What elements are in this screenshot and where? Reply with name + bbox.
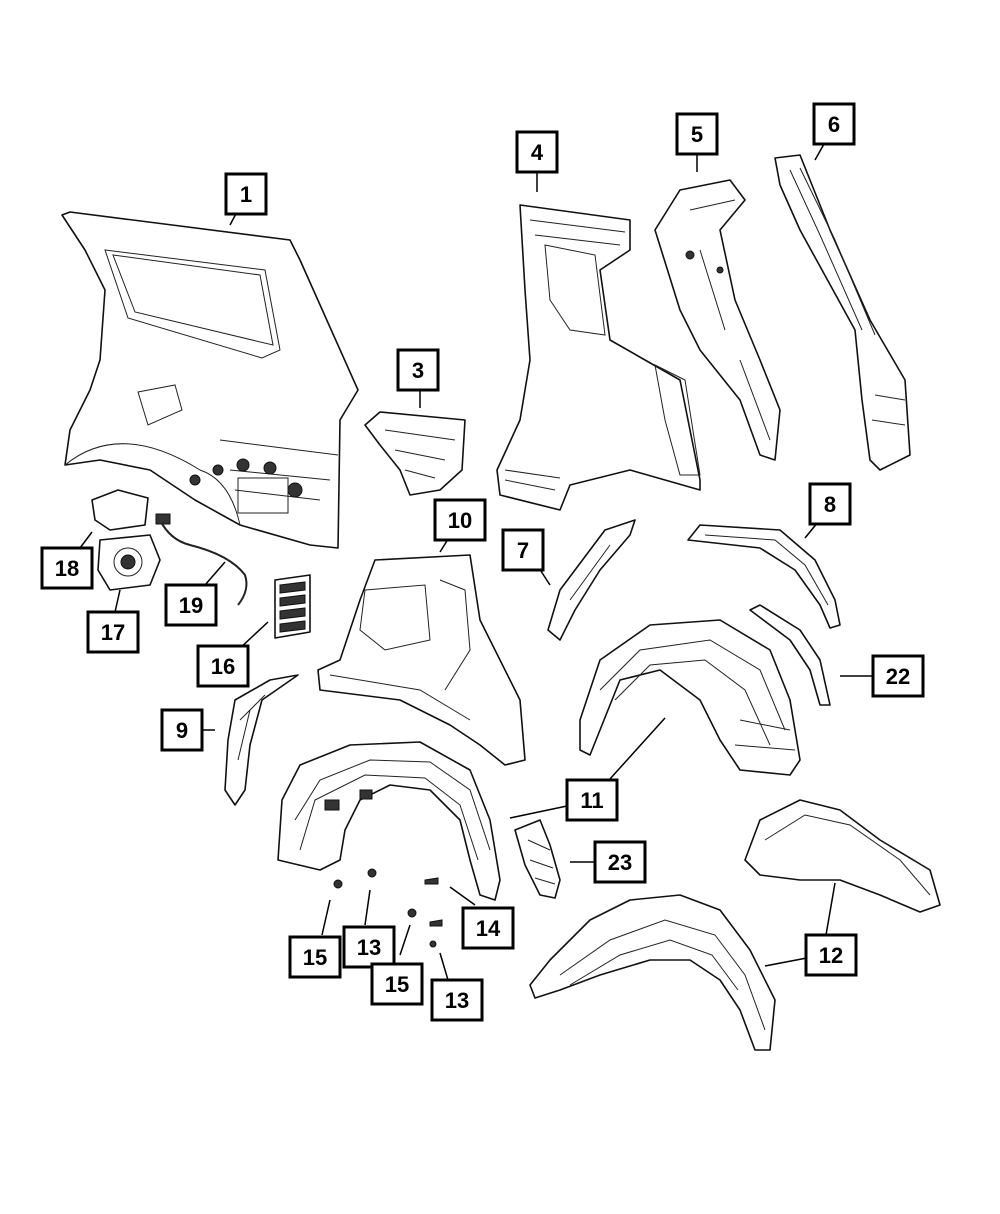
callout-16: 16 — [196, 644, 250, 688]
callout-22: 22 — [871, 654, 925, 698]
leader-13a — [364, 889, 371, 926]
callout-4: 4 — [515, 130, 559, 174]
callout-23: 23 — [593, 840, 647, 884]
callout-label: 8 — [824, 492, 836, 517]
leader-13b — [439, 952, 449, 981]
callout-label: 13 — [357, 935, 381, 960]
callout-label: 22 — [886, 664, 910, 689]
fastener-nut — [407, 908, 417, 918]
callout-label: 3 — [412, 358, 424, 383]
callout-15a: 15 — [288, 935, 342, 979]
leader-19 — [204, 561, 226, 586]
callout-label: 14 — [476, 916, 501, 941]
fastener-nut — [429, 940, 437, 948]
callout-7: 7 — [501, 528, 545, 572]
part-7-bracket — [547, 519, 636, 641]
leader-12b — [764, 956, 813, 967]
callout-9: 9 — [160, 708, 204, 752]
callout-label: 13 — [445, 988, 469, 1013]
callout-18: 18 — [40, 546, 94, 590]
leader-15a — [321, 899, 331, 936]
callout-14: 14 — [461, 906, 515, 950]
callout-label: 19 — [179, 593, 203, 618]
part-22-strip — [749, 604, 831, 706]
callout-label: 1 — [240, 182, 252, 207]
callout-label: 12 — [819, 943, 843, 968]
part-11-wheelhouse-liner — [579, 619, 801, 776]
part-1-quarter-panel — [61, 211, 359, 549]
callout-label: 6 — [828, 112, 840, 137]
callout-label: 5 — [691, 122, 703, 147]
part-23-bracket — [514, 819, 561, 899]
leader-18 — [79, 531, 93, 549]
callout-15b: 15 — [370, 962, 424, 1006]
callout-1: 1 — [224, 172, 268, 216]
callout-8: 8 — [808, 482, 852, 526]
leader-15b — [399, 924, 411, 956]
callout-10: 10 — [433, 498, 487, 542]
leader-11b — [599, 717, 666, 791]
callout-6: 6 — [812, 102, 856, 146]
part-8-wheelhouse-arc — [687, 524, 841, 629]
leader-6 — [814, 143, 825, 161]
callout-12: 12 — [804, 933, 858, 977]
callout-label: 11 — [580, 788, 603, 813]
callout-5: 5 — [675, 112, 719, 156]
part-9-bracket — [224, 674, 299, 806]
callout-label: 23 — [608, 850, 632, 875]
callout-19: 19 — [164, 583, 218, 627]
part-12-wheelhouse-liner — [529, 799, 941, 1051]
part-19-release-cable — [155, 513, 248, 606]
callout-label: 7 — [517, 538, 529, 563]
callout-13b: 13 — [430, 978, 484, 1022]
fasteners — [333, 868, 443, 948]
callout-3: 3 — [396, 348, 440, 392]
callout-label: 17 — [101, 620, 125, 645]
leader-17 — [114, 589, 121, 613]
part-16-vent — [274, 574, 311, 639]
part-5-pillar-reinforcement — [654, 179, 781, 461]
callout-label: 15 — [385, 972, 409, 997]
callout-label: 15 — [303, 945, 327, 970]
part-4-inner-body-side — [496, 204, 701, 511]
callout-label: 18 — [55, 556, 79, 581]
leader-11a — [509, 805, 568, 819]
callout-13a: 13 — [342, 925, 396, 969]
part-17-fuel-housing — [97, 534, 161, 591]
leader-12a — [825, 882, 836, 936]
callout-17: 17 — [86, 610, 140, 654]
fastener-screw — [424, 877, 439, 885]
callout-label: 10 — [448, 508, 472, 533]
callout-11: 11 — [565, 778, 619, 822]
leader-14 — [449, 886, 476, 906]
fastener-nut — [333, 879, 343, 889]
part-10-inner-quarter-panel — [317, 554, 526, 766]
callout-label: 9 — [176, 718, 188, 743]
part-6-pillar — [774, 154, 911, 471]
fastener-screw — [429, 919, 443, 927]
part-3-bracket — [364, 411, 466, 496]
part-14-wheelhouse-liner — [277, 741, 501, 901]
callout-label: 4 — [531, 140, 544, 165]
part-18-fuel-door — [91, 489, 149, 531]
callout-label: 16 — [211, 654, 235, 679]
fastener-nut — [367, 868, 377, 878]
